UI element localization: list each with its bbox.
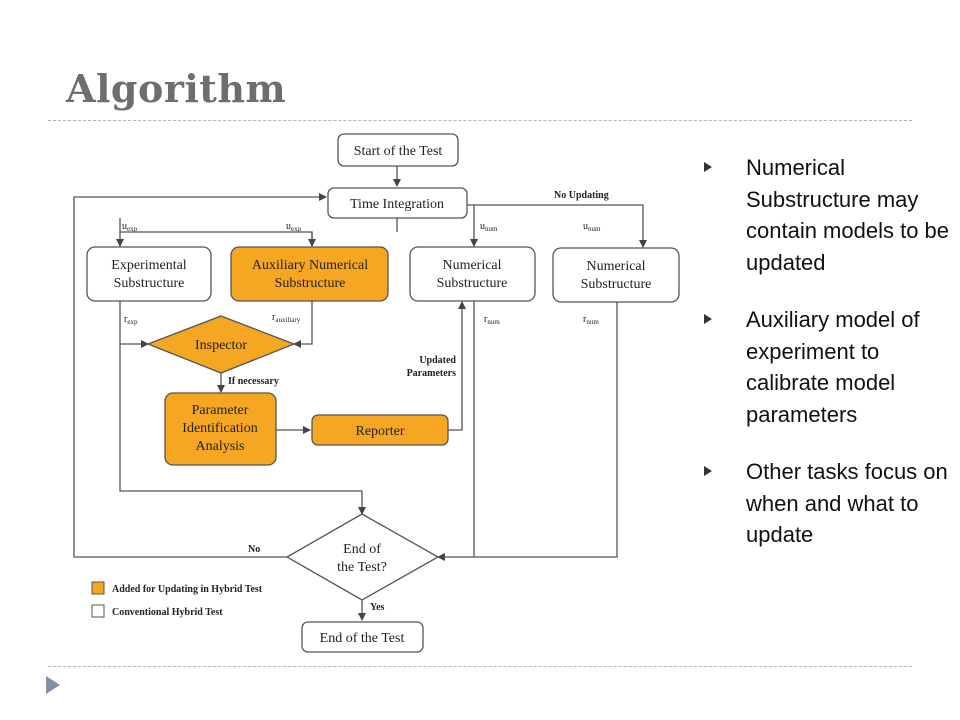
- node-numerical-2-line-2: Substructure: [581, 277, 652, 292]
- legend-swatch-added: [91, 581, 105, 595]
- legend: Added for Updating in Hybrid Test Conven…: [91, 581, 263, 618]
- node-auxiliary-line-1: Auxiliary Numerical: [252, 258, 368, 273]
- legend-swatch-conventional: [91, 604, 105, 618]
- label-u-num-1: unum: [480, 221, 498, 233]
- footer-divider: [48, 666, 912, 667]
- node-inspector: Inspector: [146, 315, 296, 374]
- bullet-item: Other tasks focus on when and what to up…: [700, 456, 950, 551]
- edge-reporter-to-numerical: [448, 301, 466, 431]
- label-r-exp: rexp: [124, 314, 138, 326]
- slide-title: Algorithm: [66, 66, 287, 111]
- node-time-integration: Time Integration: [327, 187, 468, 219]
- node-time-integration-label: Time Integration: [350, 197, 444, 212]
- node-parameter-id-line-2: Identification: [182, 421, 257, 436]
- title-divider: [48, 120, 912, 121]
- label-u-num-2: unum: [583, 221, 601, 233]
- node-experimental-line-1: Experimental: [111, 258, 187, 273]
- node-end-decision: End of the Test?: [285, 513, 440, 601]
- node-parameter-id-line-3: Analysis: [196, 439, 245, 454]
- bullet-text: Numerical Substructure may contain model…: [746, 155, 950, 275]
- node-start-label: Start of the Test: [354, 144, 443, 159]
- edge-auxiliary-to-inspector: [293, 301, 313, 348]
- bullet-list: Numerical Substructure may contain model…: [700, 152, 950, 577]
- label-r-num-2: rnum: [583, 314, 599, 326]
- legend-label-added: Added for Updating in Hybrid Test: [112, 584, 263, 595]
- bullet-text: Auxiliary model of experiment to calibra…: [746, 307, 920, 427]
- node-experimental: Experimental Substructure: [86, 246, 212, 302]
- node-end: End of the Test: [301, 621, 424, 653]
- bullet-arrow-icon: [704, 162, 712, 172]
- bullet-arrow-icon: [704, 314, 712, 324]
- node-end-decision-line-2: the Test?: [337, 560, 387, 575]
- label-u-exp-2: uexp: [286, 221, 302, 233]
- node-reporter-label: Reporter: [356, 424, 405, 439]
- node-auxiliary: Auxiliary Numerical Substructure: [230, 246, 389, 302]
- bullet-text: Other tasks focus on when and what to up…: [746, 459, 948, 547]
- node-numerical-1-line-2: Substructure: [437, 276, 508, 291]
- node-numerical-1-line-1: Numerical: [442, 258, 501, 273]
- node-end-label: End of the Test: [320, 631, 405, 646]
- node-parameter-identification: Parameter Identification Analysis: [164, 392, 277, 466]
- edge-labels: uexp uexp unum unum rexp rauxiliary rnum…: [122, 190, 609, 613]
- node-inspector-label: Inspector: [195, 338, 247, 353]
- label-updated-parameters-line-2: Parameters: [407, 368, 457, 379]
- bullet-arrow-icon: [704, 466, 712, 476]
- node-auxiliary-box: [230, 246, 389, 302]
- node-numerical-2: Numerical Substructure: [552, 247, 680, 303]
- edge-experimental-to-end-check: [119, 344, 366, 515]
- label-updated-parameters-line-1: Updated: [419, 355, 456, 366]
- edge-numerical-2-to-end-check: [474, 302, 618, 558]
- bullet-item: Numerical Substructure may contain model…: [700, 152, 950, 278]
- flow-edges: [73, 166, 647, 621]
- node-numerical-1: Numerical Substructure: [409, 246, 536, 302]
- edge-time-to-numerical-2: [467, 204, 647, 248]
- node-auxiliary-line-2: Substructure: [275, 276, 346, 291]
- label-no-updating: No Updating: [554, 190, 609, 201]
- node-start: Start of the Test: [337, 133, 459, 167]
- bullet-item: Auxiliary model of experiment to calibra…: [700, 304, 950, 430]
- edge-loop-back-no: [73, 193, 327, 558]
- edge-time-to-subs-left: [119, 218, 313, 246]
- node-reporter: Reporter: [311, 414, 449, 446]
- label-no: No: [248, 544, 260, 555]
- node-numerical-2-line-1: Numerical: [586, 259, 645, 274]
- label-r-auxiliary: rauxiliary: [272, 312, 301, 324]
- node-end-decision-line-1: End of: [343, 542, 381, 557]
- legend-label-conventional: Conventional Hybrid Test: [112, 607, 223, 618]
- node-experimental-line-2: Substructure: [114, 276, 185, 291]
- label-u-exp-1: uexp: [122, 221, 138, 233]
- label-yes: Yes: [370, 602, 385, 613]
- label-if-necessary: If necessary: [228, 376, 279, 387]
- node-parameter-id-line-1: Parameter: [192, 403, 249, 418]
- label-r-num-1: rnum: [484, 314, 500, 326]
- next-slide-icon[interactable]: [46, 676, 60, 694]
